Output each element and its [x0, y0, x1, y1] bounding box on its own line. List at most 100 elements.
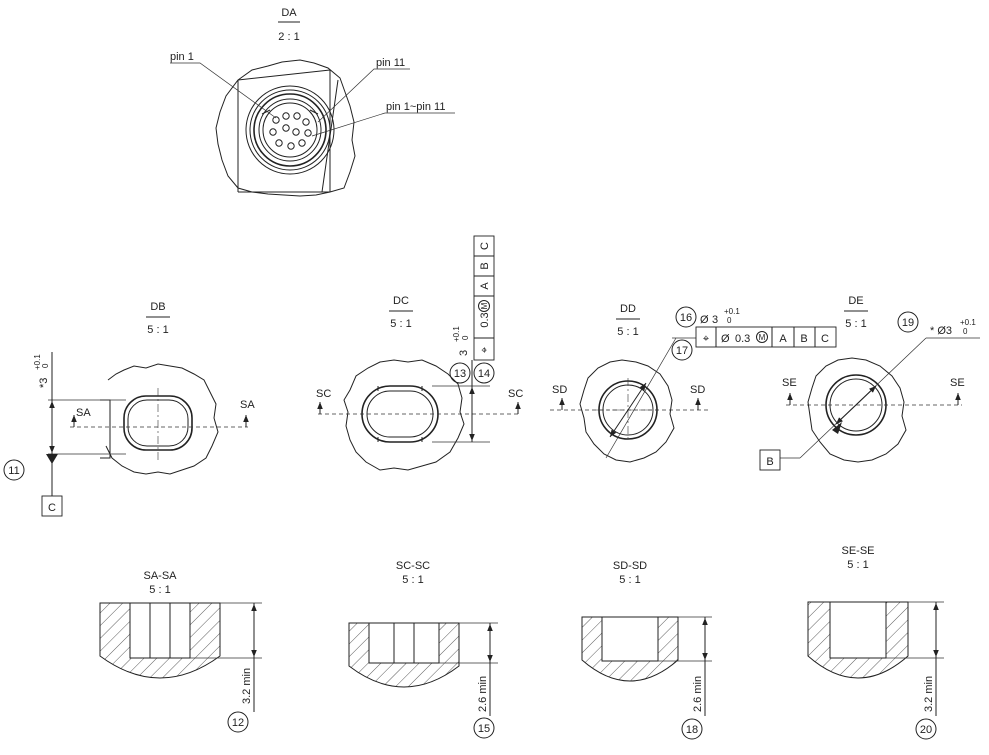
dc-balloon-a-number: 13	[454, 368, 466, 380]
dd-control-frame: ⌖ Ø 0.3 M A B C	[695, 326, 837, 348]
dd-section-left: SD	[552, 384, 567, 396]
section-sd-sd: SD-SD 5 : 1 2.6 min 18	[581, 560, 712, 740]
dd-tol-lower: 0	[727, 316, 732, 325]
view-da-scale: 2 : 1	[278, 31, 299, 43]
dc-frame-symbol: ⌖	[479, 347, 491, 353]
section-sd-balloon-number: 18	[686, 724, 698, 736]
dc-frame-datum-b: B	[479, 262, 491, 269]
dc-control-frame: ⌖ 0.3 M A B C	[473, 235, 495, 361]
section-sa-balloon	[227, 711, 249, 733]
dd-dim-dia: Ø	[700, 314, 709, 326]
de-balloon-number: 19	[902, 317, 914, 329]
view-dc: DC 5 : 1 SC SC 3 +0.1 0 ⌖ 0.3 M A	[316, 235, 523, 471]
section-sc-scale: 5 : 1	[402, 574, 423, 586]
db-tol-lower: 0	[41, 363, 50, 368]
view-da-name: DA	[281, 7, 297, 19]
dc-balloon-b	[473, 362, 495, 384]
view-de: DE 5 : 1 SE SE 19 * Ø3 +0.1 0 B	[759, 295, 980, 471]
de-dim-value: * Ø3	[930, 325, 952, 337]
view-dd-scale: 5 : 1	[617, 326, 638, 338]
db-section-right: SA	[240, 399, 255, 411]
section-sc-name: SC-SC	[396, 560, 430, 572]
db-balloon	[3, 459, 25, 481]
da-pin1-label: pin 1	[170, 51, 194, 63]
de-section-right: SE	[950, 377, 965, 389]
dd-frame-symbol: ⌖	[703, 333, 709, 345]
view-dc-name: DC	[393, 295, 409, 307]
section-sa-sa: SA-SA 5 : 1 3.2 min 12	[99, 570, 262, 733]
de-datum-letter: B	[766, 456, 773, 468]
dc-section-left: SC	[316, 388, 331, 400]
view-da: DA 2 : 1 pin 1 pin 11 pin 1~	[170, 7, 455, 197]
db-dim-value: *3	[38, 378, 50, 388]
dd-balloon-a-number: 16	[680, 312, 692, 324]
dd-rough-outline	[579, 359, 675, 463]
dc-tol-upper: +0.1	[452, 326, 461, 342]
section-sd-scale: 5 : 1	[619, 574, 640, 586]
view-dd-name: DD	[620, 303, 636, 315]
da-rough-body	[215, 59, 356, 197]
section-sc-balloon	[473, 717, 495, 739]
view-dd: DD 5 : 1 SD SD 16 Ø 3 +0.1 0 ⌖ Ø 0.3	[550, 303, 837, 463]
dd-frame-datum-c: C	[821, 333, 829, 345]
view-dc-scale: 5 : 1	[390, 318, 411, 330]
section-se-name: SE-SE	[841, 545, 874, 557]
view-de-name: DE	[848, 295, 863, 307]
section-se-balloon-number: 20	[920, 724, 932, 736]
db-datum-triangle	[46, 454, 58, 464]
view-db: DB 5 : 1 SA SA *3 +0.1 0 C 11	[3, 301, 255, 517]
section-se-se: SE-SE 5 : 1 3.2 min 20	[807, 545, 944, 740]
dc-tol-lower: 0	[461, 335, 470, 340]
de-rough-outline	[807, 357, 907, 463]
dd-balloon-a	[675, 306, 697, 328]
de-balloon	[897, 311, 919, 333]
dd-frame-datum-a: A	[779, 333, 787, 345]
dd-frame-modifier: M	[759, 333, 766, 342]
dc-rough-outline	[343, 359, 465, 471]
section-sc-sc: SC-SC 5 : 1 2.6 min 15	[348, 560, 498, 739]
section-se-balloon	[915, 718, 937, 740]
section-se-dim: 3.2 min	[923, 676, 935, 712]
dc-balloon-b-number: 14	[478, 368, 490, 380]
dd-section-right: SD	[690, 384, 705, 396]
de-section-left: SE	[782, 377, 797, 389]
dc-section-right: SC	[508, 388, 523, 400]
dd-frame-value: 0.3	[735, 333, 750, 345]
view-db-scale: 5 : 1	[147, 324, 168, 336]
section-se-scale: 5 : 1	[847, 559, 868, 571]
de-datum-box	[759, 449, 781, 471]
section-sa-name: SA-SA	[143, 570, 177, 582]
section-sc-dim: 2.6 min	[477, 676, 489, 712]
db-datum-box	[41, 495, 63, 517]
dd-balloon-b-number: 17	[676, 345, 688, 357]
da-outer-ring	[245, 85, 335, 175]
da-pins-label: pin 1~pin 11	[386, 101, 445, 113]
db-datum-letter: C	[48, 502, 56, 514]
view-de-scale: 5 : 1	[845, 318, 866, 330]
dc-frame-datum-a: A	[479, 282, 491, 290]
dd-balloon-b	[671, 339, 693, 361]
dc-balloon-a	[449, 362, 471, 384]
db-rough-outline	[105, 363, 219, 475]
da-pin11-label: pin 11	[376, 57, 405, 69]
section-sa-balloon-number: 12	[232, 717, 244, 729]
de-tol-lower: 0	[963, 327, 968, 336]
dd-frame-dia: Ø	[721, 333, 730, 345]
view-db-name: DB	[150, 301, 165, 313]
dd-frame-datum-b: B	[800, 333, 807, 345]
db-balloon-number: 11	[8, 465, 19, 477]
de-tol-upper: +0.1	[960, 318, 976, 327]
section-sd-dim: 2.6 min	[692, 676, 704, 712]
db-tol-upper: +0.1	[33, 354, 42, 370]
dd-tol-upper: +0.1	[724, 307, 740, 316]
section-sa-dim: 3.2 min	[241, 668, 253, 704]
db-section-left: SA	[76, 407, 91, 419]
section-sd-name: SD-SD	[613, 560, 647, 572]
dc-frame-modifier: M	[480, 302, 489, 309]
dc-frame-value: 0.3	[479, 312, 491, 327]
section-sc-balloon-number: 15	[478, 723, 490, 735]
section-sa-scale: 5 : 1	[149, 584, 170, 596]
section-sd-balloon	[681, 718, 703, 740]
dd-dim-value: 3	[712, 314, 718, 326]
